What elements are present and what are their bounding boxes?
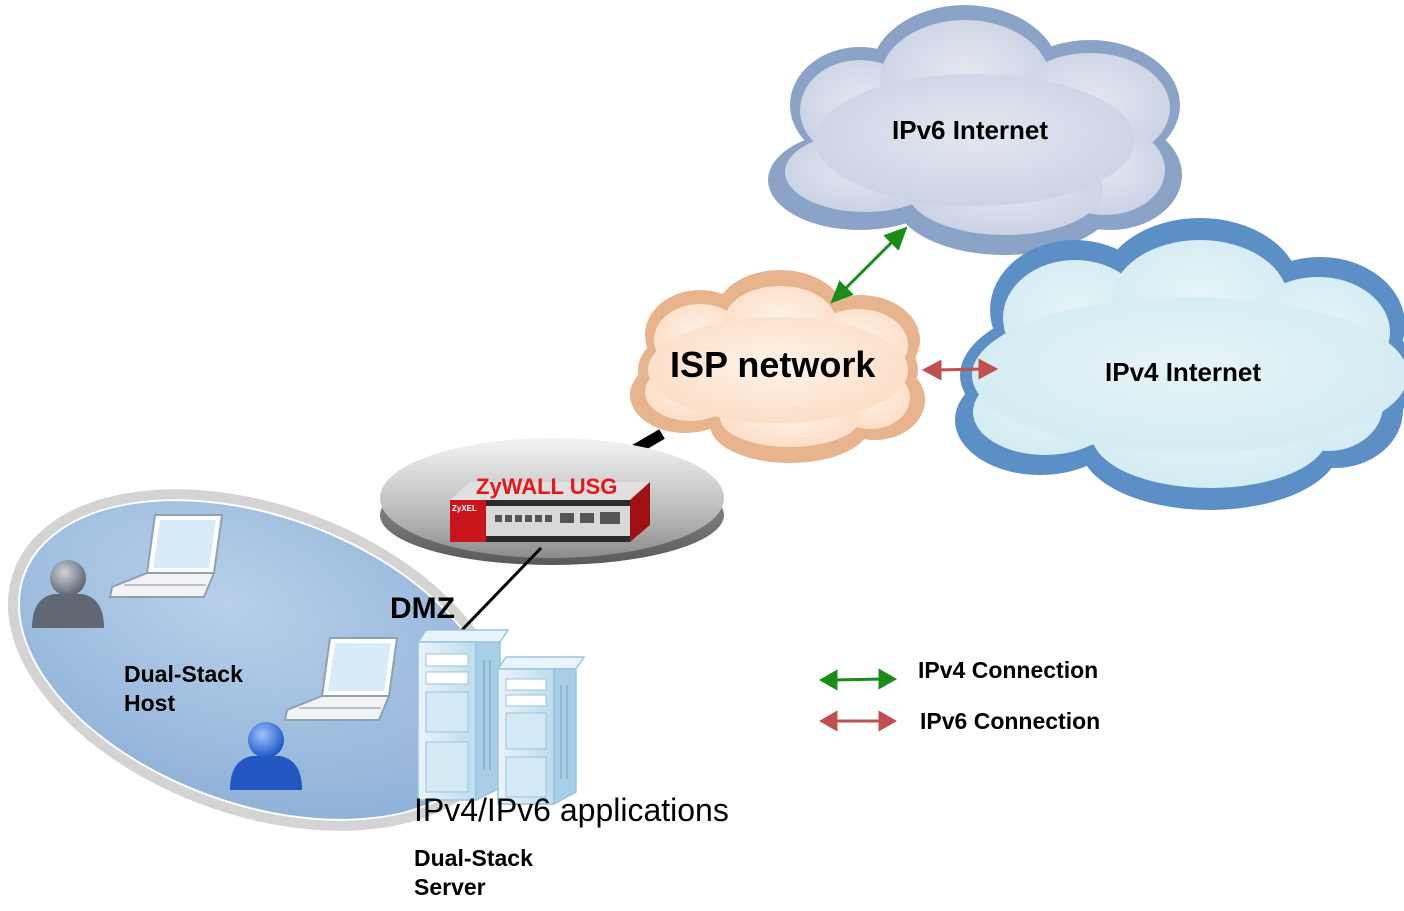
router-dmz-link bbox=[460, 546, 543, 632]
user-icon bbox=[230, 722, 302, 790]
router-icon: ZyXEL bbox=[450, 482, 650, 542]
ipv4-internet-cloud-icon bbox=[955, 218, 1404, 510]
laptop-icon bbox=[283, 637, 399, 721]
server-icon bbox=[496, 656, 586, 806]
server-label-line2: Server bbox=[414, 874, 486, 900]
server-label-line1: Dual-Stack bbox=[414, 845, 533, 871]
ipv4-internet-label: IPv4 Internet bbox=[1105, 357, 1262, 387]
isp-network-label: ISP network bbox=[670, 344, 876, 385]
legend-ipv4-label: IPv4 Connection bbox=[918, 657, 1099, 683]
ipv6-arrow-isp-ipv4 bbox=[921, 358, 999, 381]
laptop-icon bbox=[108, 514, 224, 598]
legend-ipv4-arrow bbox=[818, 668, 898, 691]
host-label-line1: Dual-Stack bbox=[124, 661, 243, 687]
apps-label: IPv4/IPv6 applications bbox=[414, 792, 729, 828]
ipv6-internet-label: IPv6 Internet bbox=[892, 115, 1049, 145]
router-name-label: ZyWALL USG bbox=[476, 474, 618, 499]
host-label-line2: Host bbox=[124, 690, 176, 716]
user-icon bbox=[32, 560, 104, 628]
isp-network-cloud-icon bbox=[630, 270, 925, 463]
router-brand: ZyXEL bbox=[452, 504, 477, 513]
server-icon bbox=[416, 629, 510, 802]
ipv4-arrow-isp-ipv6 bbox=[830, 226, 908, 304]
legend-ipv6-label: IPv6 Connection bbox=[920, 708, 1101, 734]
dmz-label: DMZ bbox=[390, 592, 455, 625]
legend-ipv6-arrow bbox=[818, 710, 898, 732]
ipv6-internet-cloud-icon bbox=[768, 5, 1182, 255]
